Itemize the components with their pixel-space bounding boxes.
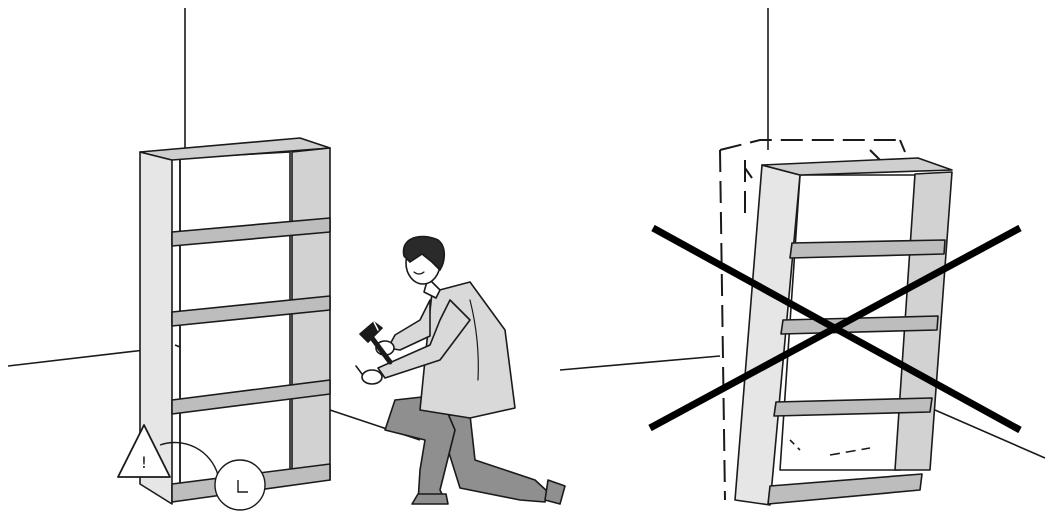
- incorrect-installation-panel: [560, 8, 1045, 505]
- warning-exclamation: !: [141, 453, 147, 472]
- correct-installation-panel: !: [8, 8, 565, 510]
- bookcase-upright: [140, 138, 330, 504]
- kneeling-person: [356, 237, 565, 504]
